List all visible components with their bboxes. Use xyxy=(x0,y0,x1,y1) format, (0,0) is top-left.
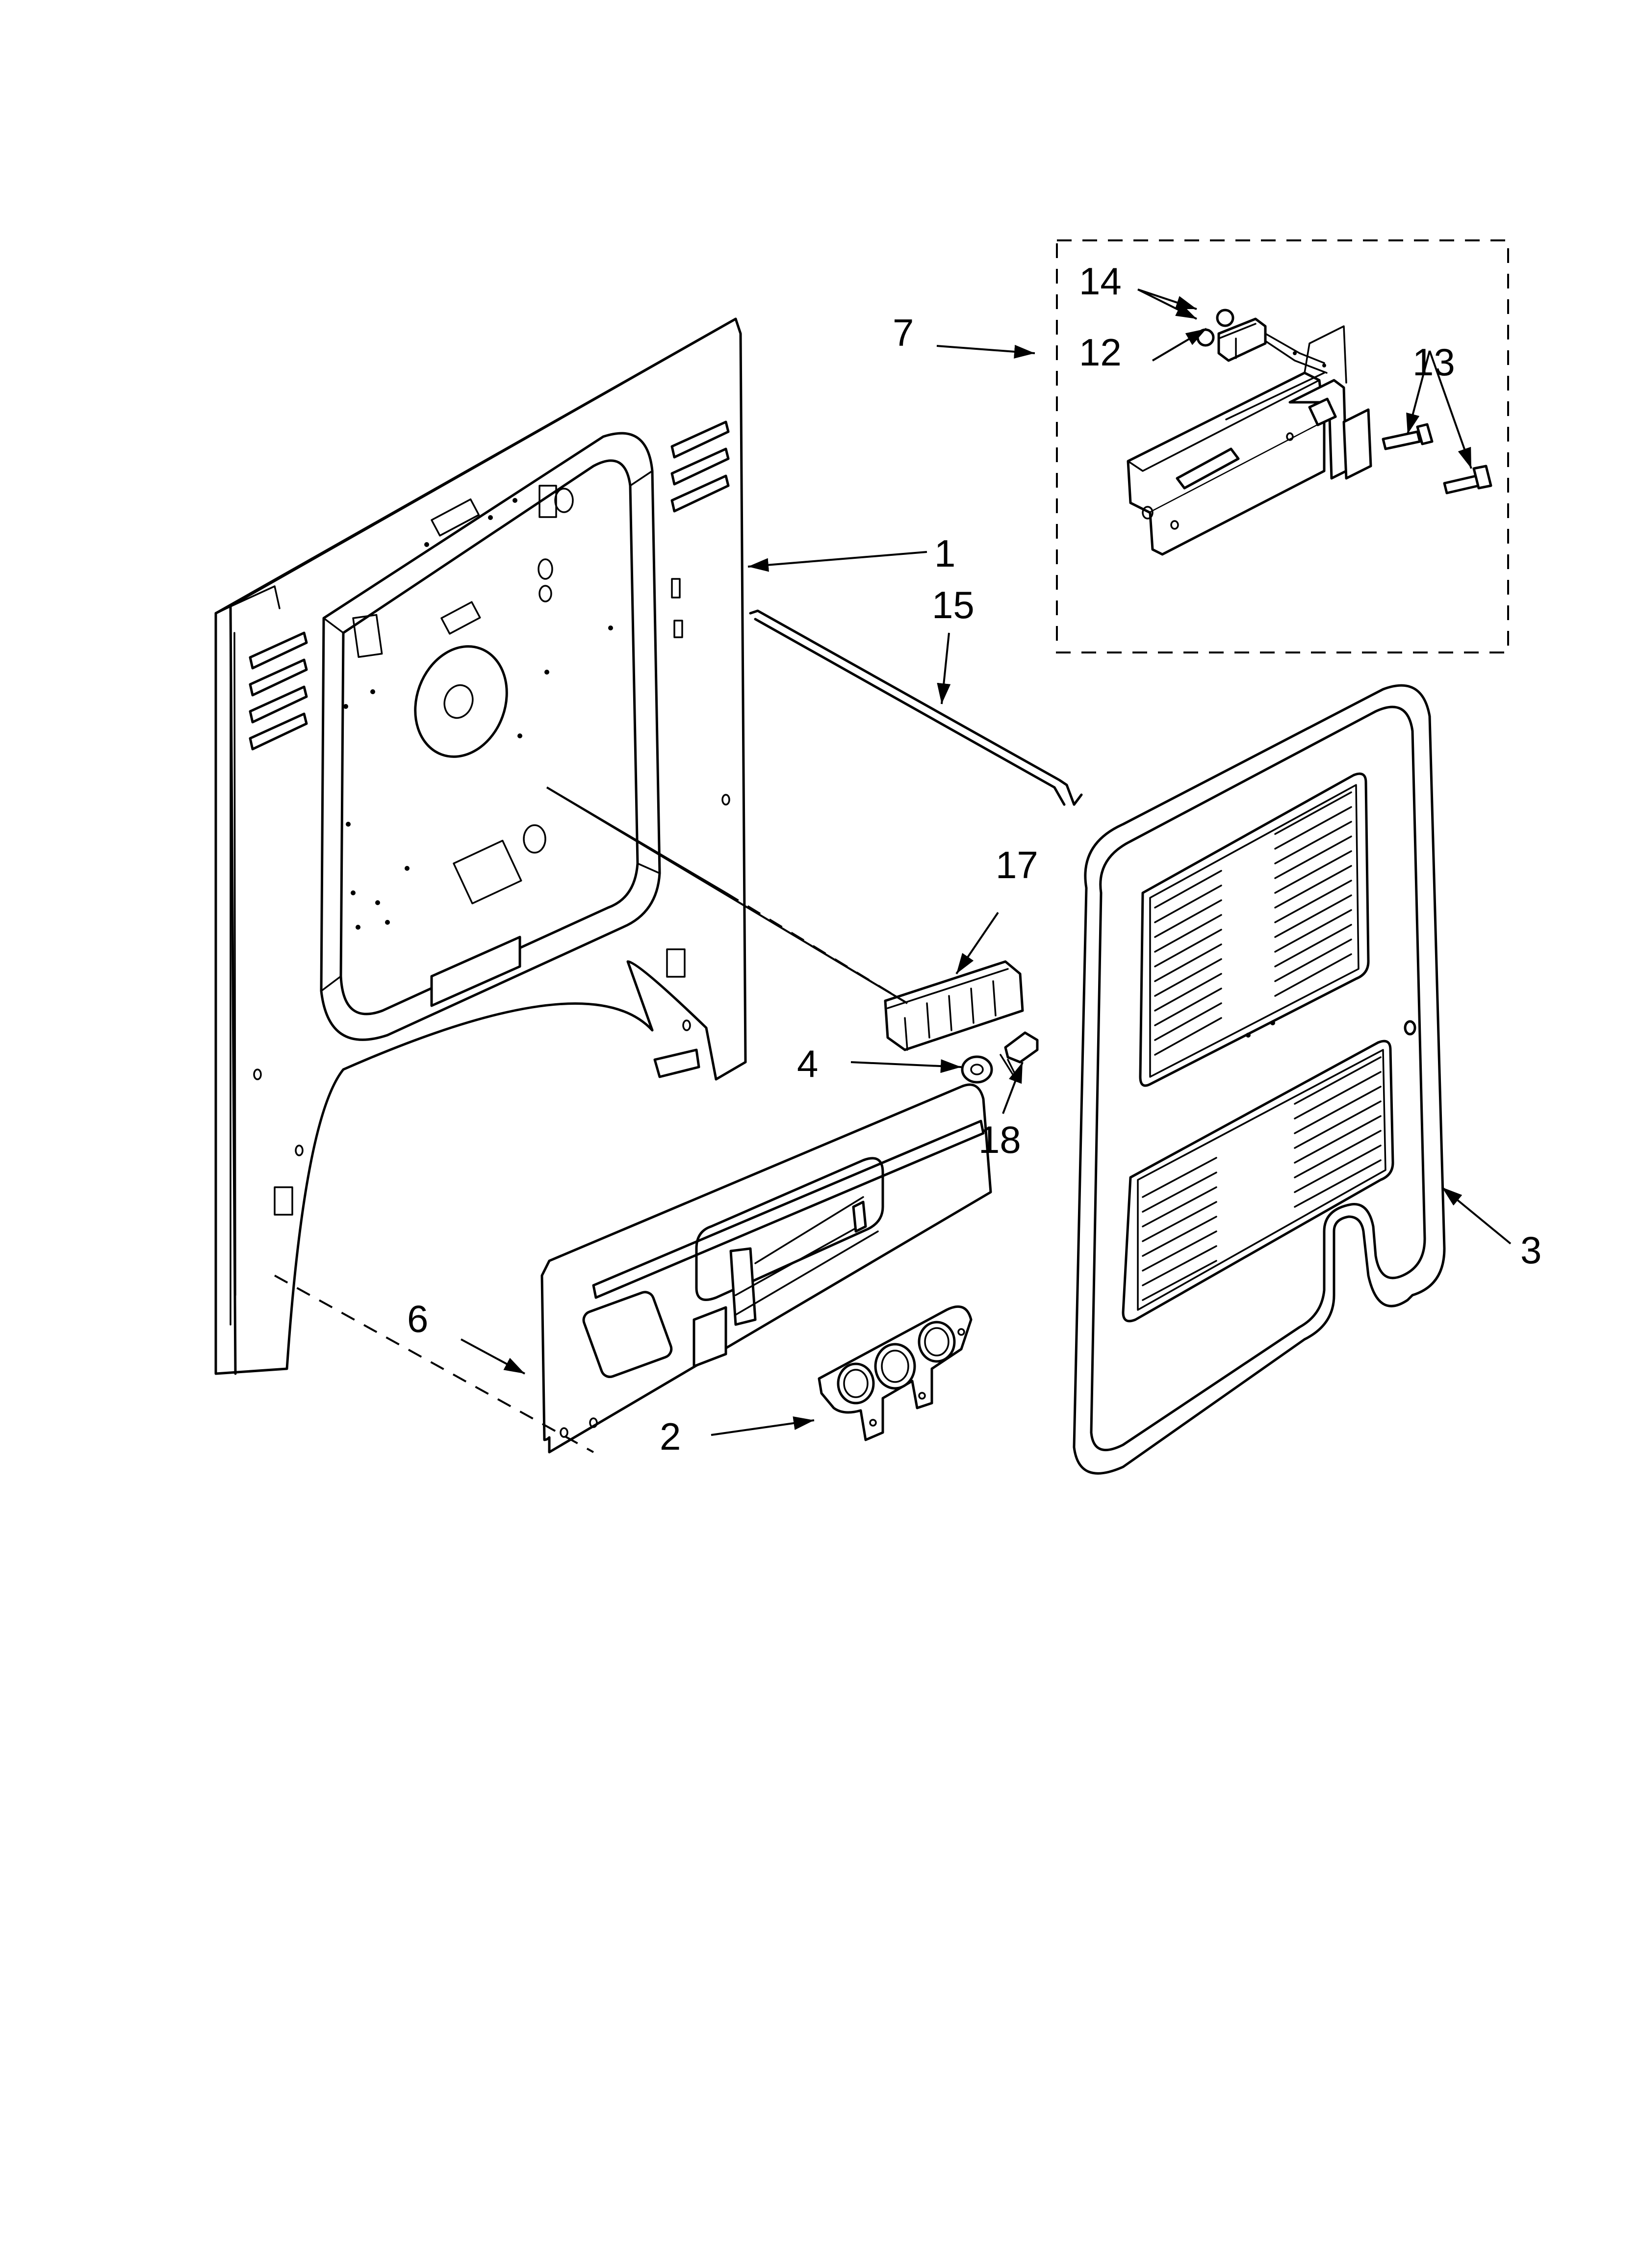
callout-14: 14 xyxy=(1079,260,1122,303)
callout-17: 17 xyxy=(996,843,1038,886)
callout-15: 15 xyxy=(932,583,975,626)
nut-part-4 xyxy=(961,1055,993,1084)
alignment-lines xyxy=(274,786,908,1453)
callout-18: 18 xyxy=(978,1118,1021,1161)
access-cover-part-3 xyxy=(1073,684,1446,1475)
screw-part-13 xyxy=(1382,423,1492,495)
leader-lines xyxy=(461,288,1512,1436)
switch-bracket-part-2 xyxy=(818,1305,973,1441)
callout-2: 2 xyxy=(660,1415,681,1458)
terminal-block-part-17 xyxy=(884,960,1024,1051)
switch-assembly-part-7 xyxy=(1056,239,1509,653)
callout-4: 4 xyxy=(797,1042,818,1085)
control-panel-part-6 xyxy=(540,1083,992,1454)
rear-panel-part-1 xyxy=(214,317,747,1375)
callout-6: 6 xyxy=(407,1297,428,1340)
rod-part-15 xyxy=(749,609,1083,806)
callout-7: 7 xyxy=(893,311,914,354)
callout-1: 1 xyxy=(934,532,955,575)
callout-12: 12 xyxy=(1079,331,1122,374)
callout-labels: 1 15 7 14 12 13 17 4 18 6 2 3 xyxy=(407,260,1541,1458)
callout-13: 13 xyxy=(1412,340,1455,384)
callout-3: 3 xyxy=(1520,1228,1541,1272)
